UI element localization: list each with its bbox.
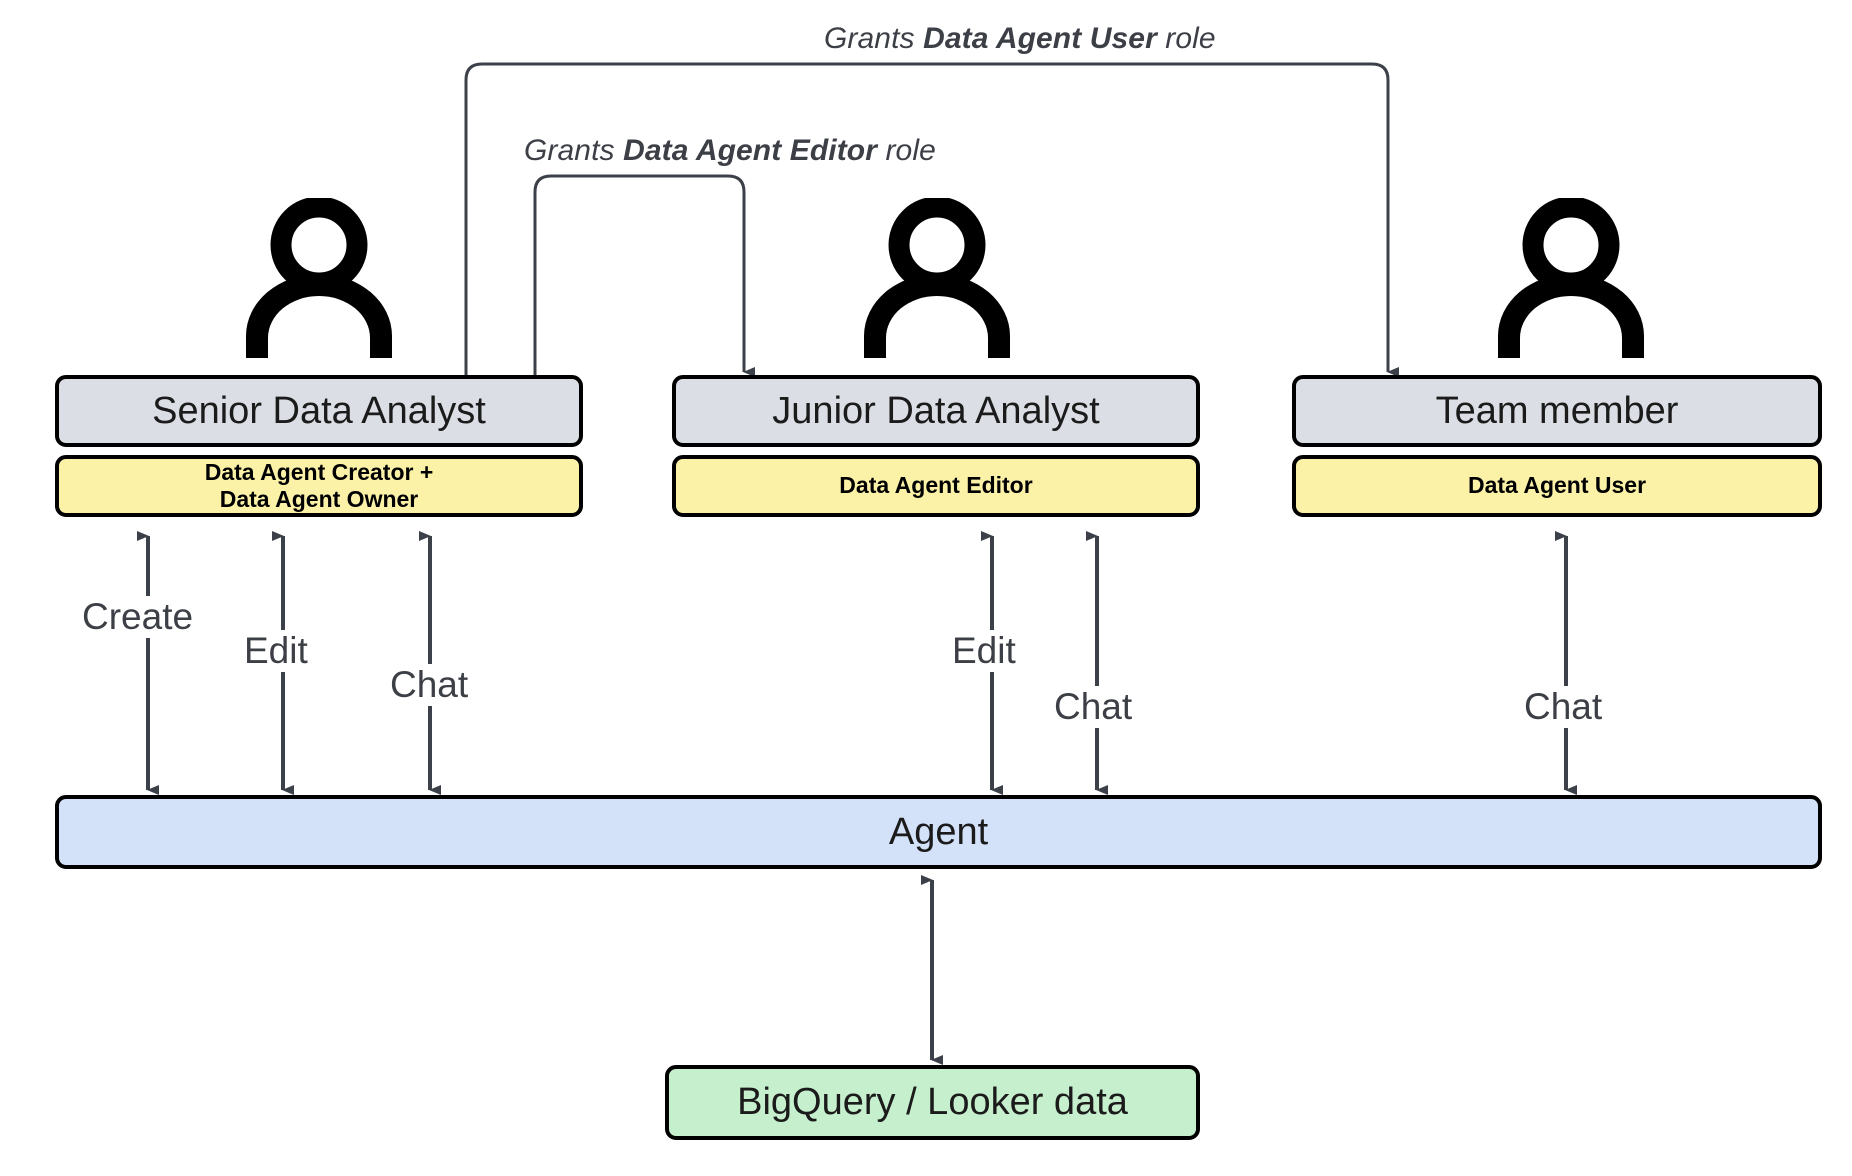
persona-title-senior-data-analyst[interactable]: Senior Data Analyst [55,375,583,447]
grant-label-data-agent-user: Grants Data Agent User role [824,22,1216,56]
grant-editor-prefix: Grants [524,134,624,167]
person-icon-junior-data-analyst [864,198,1010,358]
persona-role-senior-data-analyst[interactable]: Data Agent Creator + Data Agent Owner [55,455,583,517]
action-label-senior-chat: Chat [386,664,473,706]
person-icon-team-member [1498,198,1644,358]
role-line-2: Data Agent Owner [219,486,419,512]
grant-user-role: Data Agent User [923,22,1157,55]
grant-user-prefix: Grants [824,22,924,55]
persona-role-team-member[interactable]: Data Agent User [1292,455,1822,517]
role-line-1: Data Agent Creator + [204,458,434,485]
connector-grant-editor [533,174,755,378]
action-label-senior-edit: Edit [240,630,312,672]
persona-title-team-member[interactable]: Team member [1292,375,1822,447]
person-icon-senior-data-analyst [246,198,392,358]
agent-node[interactable]: Agent [55,795,1822,869]
persona-title-junior-data-analyst[interactable]: Junior Data Analyst [672,375,1200,447]
persona-role-junior-data-analyst[interactable]: Data Agent Editor [672,455,1200,517]
action-label-team-chat: Chat [1520,686,1607,728]
data-source-node[interactable]: BigQuery / Looker data [665,1065,1200,1140]
grant-editor-role: Data Agent Editor [623,134,878,167]
action-label-senior-create: Create [78,596,198,638]
action-label-junior-chat: Chat [1050,686,1137,728]
grant-user-suffix: role [1156,22,1216,55]
grant-label-data-agent-editor: Grants Data Agent Editor role [524,134,936,168]
action-label-junior-edit: Edit [948,630,1020,672]
grant-editor-suffix: role [877,134,936,167]
